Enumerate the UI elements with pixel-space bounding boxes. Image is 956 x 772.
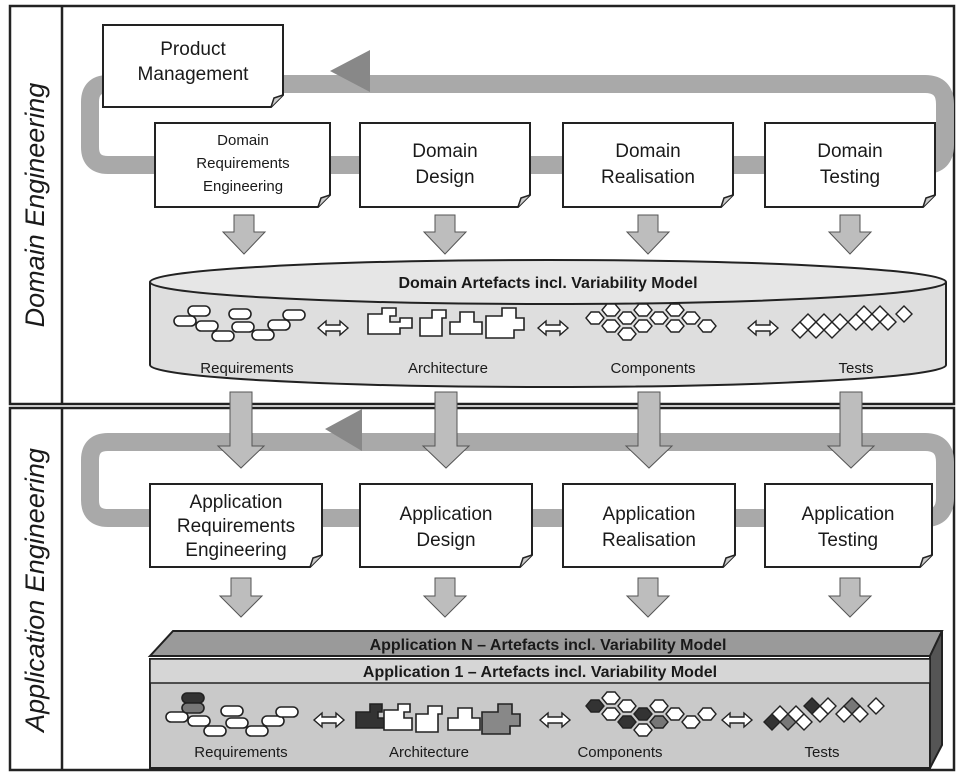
domain-step-testing: Domain Testing <box>764 122 936 208</box>
application-step-testing-line-2: Testing <box>818 530 878 551</box>
application-artefact-tests-label: Tests <box>804 744 839 761</box>
architecture-artefact-icon <box>367 307 525 339</box>
application-step-design-line-2: Design <box>416 530 475 551</box>
bidirectional-arrow-icon <box>312 711 346 729</box>
domain-artefact-tests-label: Tests <box>838 360 873 377</box>
application-step-realisation-line-2: Realisation <box>602 530 696 551</box>
domain-cycle-arrowhead <box>330 50 370 92</box>
application-step-realisation: Application Realisation <box>562 483 736 568</box>
requirements-artefact-icon <box>173 305 306 342</box>
components-artefact-icon <box>585 303 717 341</box>
application-step-requirements: Application Requirements Engineering <box>149 483 323 568</box>
domain-engineering-label: Domain Engineering <box>20 83 50 328</box>
product-management-label-line-2: Management <box>138 64 250 85</box>
application-step-requirements-line-2: Requirements <box>177 516 295 537</box>
domain-step-testing-line-2: Testing <box>820 167 880 188</box>
application-artefact-components-label: Components <box>577 744 662 761</box>
application-step-design: Application Design <box>359 483 533 568</box>
bidirectional-arrow-icon <box>720 711 754 729</box>
application-1-title: Application 1 – Artefacts incl. Variabil… <box>363 664 717 681</box>
down-arrow <box>216 391 266 469</box>
bidirectional-arrow-icon <box>538 711 572 729</box>
down-arrow <box>422 577 468 618</box>
domain-step-requirements-line-3: Engineering <box>203 178 283 195</box>
domain-down-arrows <box>221 214 873 255</box>
down-arrow <box>422 214 468 255</box>
application-stack-side <box>929 630 943 769</box>
bidirectional-arrow-icon <box>316 319 350 337</box>
product-management-box: Product Management <box>102 24 284 108</box>
domain-step-design-line-2: Design <box>415 167 474 188</box>
domain-step-design-line-1: Domain <box>412 141 477 162</box>
domain-step-requirements-line-1: Domain <box>217 132 269 149</box>
application-step-requirements-line-1: Application <box>190 492 283 513</box>
product-management-label-line-1: Product <box>160 39 226 60</box>
tests-artefact-icon <box>763 697 885 731</box>
down-arrow <box>625 214 671 255</box>
domain-step-design: Domain Design <box>359 122 531 208</box>
down-arrow <box>221 214 267 255</box>
application-step-design-line-1: Application <box>400 504 493 525</box>
domain-step-testing-line-1: Domain <box>817 141 882 162</box>
down-arrow <box>625 577 671 618</box>
domain-step-requirements: Domain Requirements Engineering <box>154 122 331 208</box>
domain-step-realisation: Domain Realisation <box>562 122 734 208</box>
bidirectional-arrow-icon <box>746 319 780 337</box>
components-artefact-icon <box>585 691 717 737</box>
down-arrow <box>421 391 471 469</box>
down-arrow <box>826 391 876 469</box>
domain-artefact-repository: Domain Artefacts incl. Variability Model… <box>149 259 947 388</box>
application-engineering-label: Application Engineering <box>20 448 50 734</box>
application-down-arrows <box>218 577 873 618</box>
application-artefact-requirements-label: Requirements <box>194 744 287 761</box>
repository-to-application-arrows <box>216 391 876 469</box>
application-step-requirements-line-3: Engineering <box>185 540 286 561</box>
application-n-title: Application N – Artefacts incl. Variabil… <box>370 637 727 654</box>
down-arrow <box>827 577 873 618</box>
application-artefact-stack: Application N – Artefacts incl. Variabil… <box>147 630 944 769</box>
application-step-testing-line-1: Application <box>802 504 895 525</box>
domain-artefact-architecture-label: Architecture <box>408 360 488 377</box>
down-arrow <box>624 391 674 469</box>
requirements-artefact-icon <box>165 692 299 737</box>
tests-artefact-icon <box>791 305 913 339</box>
domain-step-realisation-line-1: Domain <box>615 141 680 162</box>
domain-repository-title: Domain Artefacts incl. Variability Model <box>398 275 697 292</box>
domain-step-realisation-line-2: Realisation <box>601 167 695 188</box>
bidirectional-arrow-icon <box>536 319 570 337</box>
domain-artefact-requirements-label: Requirements <box>200 360 293 377</box>
down-arrow <box>827 214 873 255</box>
application-step-testing: Application Testing <box>764 483 933 568</box>
architecture-artefact-icon <box>355 703 521 735</box>
application-cycle-arrowhead <box>325 409 362 451</box>
application-step-realisation-line-1: Application <box>603 504 696 525</box>
application-artefact-architecture-label: Architecture <box>389 744 469 761</box>
down-arrow <box>218 577 264 618</box>
domain-artefact-components-label: Components <box>610 360 695 377</box>
domain-step-requirements-line-2: Requirements <box>196 155 289 172</box>
